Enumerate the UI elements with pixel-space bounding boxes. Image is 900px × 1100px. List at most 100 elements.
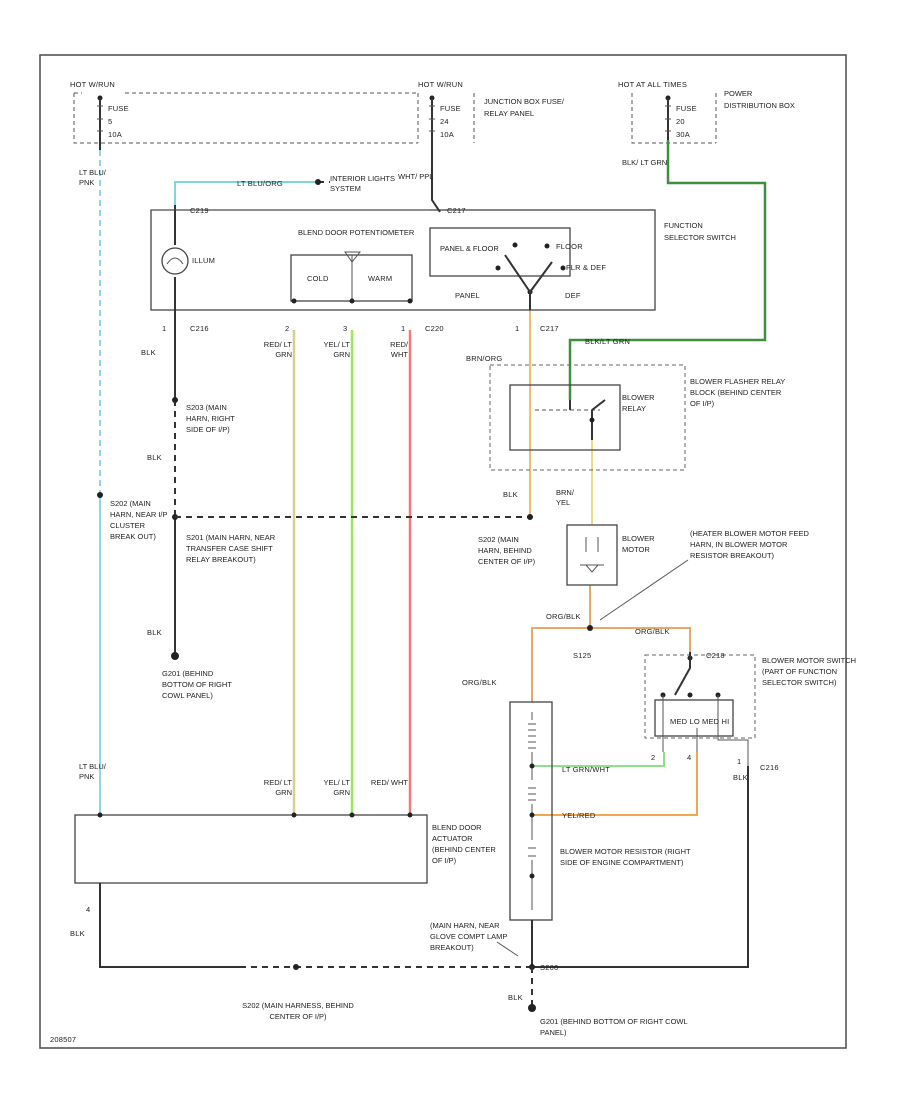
switch-top-links (151, 150, 441, 213)
conn-c217-lower: C217 (540, 324, 559, 333)
conn-c216: C216 (190, 324, 209, 333)
blower-switch-contacts (660, 652, 749, 766)
fuse-mid-num: 24 (440, 117, 449, 126)
illum-label: ILLUM (192, 256, 215, 265)
fuse-left-amp: 10A (108, 130, 122, 139)
wire-lt-blu-org (174, 181, 318, 210)
junction-box-label: JUNCTION BOX FUSE/ RELAY PANEL (484, 97, 564, 118)
fuse-left-header: HOT W/RUN (70, 80, 115, 89)
wire-label-yel-red: YEL/RED (562, 811, 596, 820)
pin-3-c220: 3 (343, 324, 347, 333)
s202-bottom-dot (293, 964, 299, 970)
wire-label-wht-ppl: WHT/ PPL (398, 172, 434, 181)
fuse-right-label: FUSE (676, 104, 697, 113)
wire-label-org-blk-1: ORG/BLK (546, 612, 581, 621)
med-lo-label: MED LO (670, 717, 700, 726)
blower-motor-label: BLOWER MOTOR (622, 534, 655, 554)
wire-lt-grn-wht (532, 752, 665, 767)
resistor-element-icon (528, 712, 536, 910)
wire-label-lt-grn-wht: LT GRN/WHT (562, 765, 610, 774)
blower-relay-label: BLOWER RELAY (622, 393, 655, 413)
wire-blk-lt-grn (568, 140, 767, 400)
wire-org-blk (531, 585, 691, 702)
blend-door-actuator-box (74, 814, 428, 884)
wire-label-red-lt-grn-top: RED/ LT GRN (263, 340, 292, 359)
conn-c220: C220 (425, 324, 444, 333)
pin-2-c220: 2 (285, 324, 289, 333)
conn-c218: C218 (706, 651, 725, 660)
wire-label-lt-blu-pnk-bottom: LT BLU/ PNK (79, 762, 106, 781)
wire-label-blk-2: BLK (147, 453, 162, 462)
diagram-id: 208507 (50, 1035, 76, 1044)
interior-lights-label: INTERIOR LIGHTS SYSTEM (330, 174, 396, 193)
conn-c219: C219 (190, 206, 209, 215)
wire-label-blk-3: BLK (147, 628, 162, 637)
pin-2-res: 2 (651, 753, 655, 762)
g201-right-label: G201 (BEHIND BOTTOM OF RIGHT COWL PANEL) (540, 1017, 688, 1037)
wire-label-blk-lt-grn-top: BLK/ LT GRN (622, 158, 668, 167)
fuse-left-num: 5 (108, 117, 112, 126)
wire-label-blk-5: BLK (733, 773, 748, 782)
panel-label: PANEL (455, 291, 480, 300)
s202-mid-dot (527, 514, 533, 520)
conn-c216b: C216 (760, 763, 779, 772)
blower-switch-inner (654, 699, 734, 737)
med-hi-label: MED HI (702, 717, 729, 726)
blower-motor-switch-block (644, 654, 756, 739)
s202-cluster-label: S202 (MAIN HARN, NEAR I/P CLUSTER BREAK … (110, 499, 168, 541)
s125-dot (587, 625, 593, 631)
wire-yel-red (532, 752, 698, 816)
panel-floor-label: PANEL & FLOOR (440, 244, 499, 253)
s203-dot (172, 397, 178, 403)
wire-label-blk-7: BLK (508, 993, 523, 1002)
fuse-right: HOT AT ALL TIMES FUSE 20 30A POWER DISTR… (618, 80, 795, 144)
s125-desc: (HEATER BLOWER MOTOR FEED HARN, IN BLOWE… (690, 529, 809, 560)
wire-label-blk-6: BLK (70, 929, 85, 938)
resistor-label: BLOWER MOTOR RESISTOR (RIGHT SIDE OF ENG… (560, 847, 691, 867)
fuse-mid-header: HOT W/RUN (418, 80, 463, 89)
fuse-right-header: HOT AT ALL TIMES (618, 80, 687, 89)
s201-label: S201 (MAIN HARN, NEAR TRANSFER CASE SHIF… (186, 533, 276, 564)
s202-center-label: S202 (MAIN HARN, BEHIND CENTER OF I/P) (478, 535, 536, 566)
wire-label-red-lt-grn-bottom: RED/ LT GRN (263, 778, 292, 797)
flr-def-label: FLR & DEF (566, 263, 606, 272)
g201-left-label: G201 (BEHIND BOTTOM OF RIGHT COWL PANEL) (162, 669, 232, 700)
s125-leader (599, 559, 689, 621)
pin-4-res: 4 (687, 753, 691, 762)
wire-blk-actuator (99, 883, 240, 968)
relay-block-label: BLOWER FLASHER RELAY BLOCK (BEHIND CENTE… (690, 377, 786, 408)
floor-label: FLOOR (556, 242, 583, 251)
wire-label-yel-lt-grn-bottom: YEL/ LT GRN (323, 778, 350, 797)
s200-label: S200 (540, 963, 558, 972)
wire-label-blk-lt-grn-mid: BLK/LT GRN (585, 337, 630, 346)
pin-4-actuator: 4 (86, 905, 90, 914)
mode-switch-box (429, 227, 571, 277)
wire-label-lt-blu-pnk-top: LT BLU/ PNK (79, 168, 106, 187)
blower-motor-resistor-box (509, 701, 553, 921)
fuse-right-amp: 30A (676, 130, 690, 139)
s202-bottom-label: S202 (MAIN HARNESS, BEHIND CENTER OF I/P… (242, 1001, 354, 1021)
wire-label-brn-yel: BRN/ YEL (556, 488, 574, 507)
fuse-left-label: FUSE (108, 104, 129, 113)
pin-1-c216: 1 (162, 324, 166, 333)
blower-flasher-relay-block (489, 364, 686, 471)
mode-switch-contacts (495, 242, 566, 310)
blower-switch-label: BLOWER MOTOR SWITCH (PART OF FUNCTION SE… (762, 656, 857, 687)
main-harn-leader (496, 941, 519, 957)
g201-left-dot (171, 652, 179, 660)
wire-label-org-blk-2: ORG/BLK (635, 627, 670, 636)
pin-1-c220: 1 (401, 324, 405, 333)
wire-label-blk-4: BLK (503, 490, 518, 499)
wire-label-brn-org: BRN/ORG (466, 354, 502, 363)
wire-label-red-wht-top: RED/ WHT (390, 340, 408, 359)
conn-c217: C217 (447, 206, 466, 215)
pin-1-c216b: 1 (737, 757, 741, 766)
wire-label-lt-blu-org: LT BLU/ORG (237, 179, 283, 188)
s203-label: S203 (MAIN HARN, RIGHT SIDE OF I/P) (186, 403, 235, 434)
wire-blk-switch-ground (532, 766, 749, 968)
blower-motor-icon (580, 537, 604, 573)
wire-label-yel-lt-grn-top: YEL/ LT GRN (323, 340, 350, 359)
wire-label-org-blk-3: ORG/BLK (462, 678, 497, 687)
pin-1-c217: 1 (515, 324, 519, 333)
